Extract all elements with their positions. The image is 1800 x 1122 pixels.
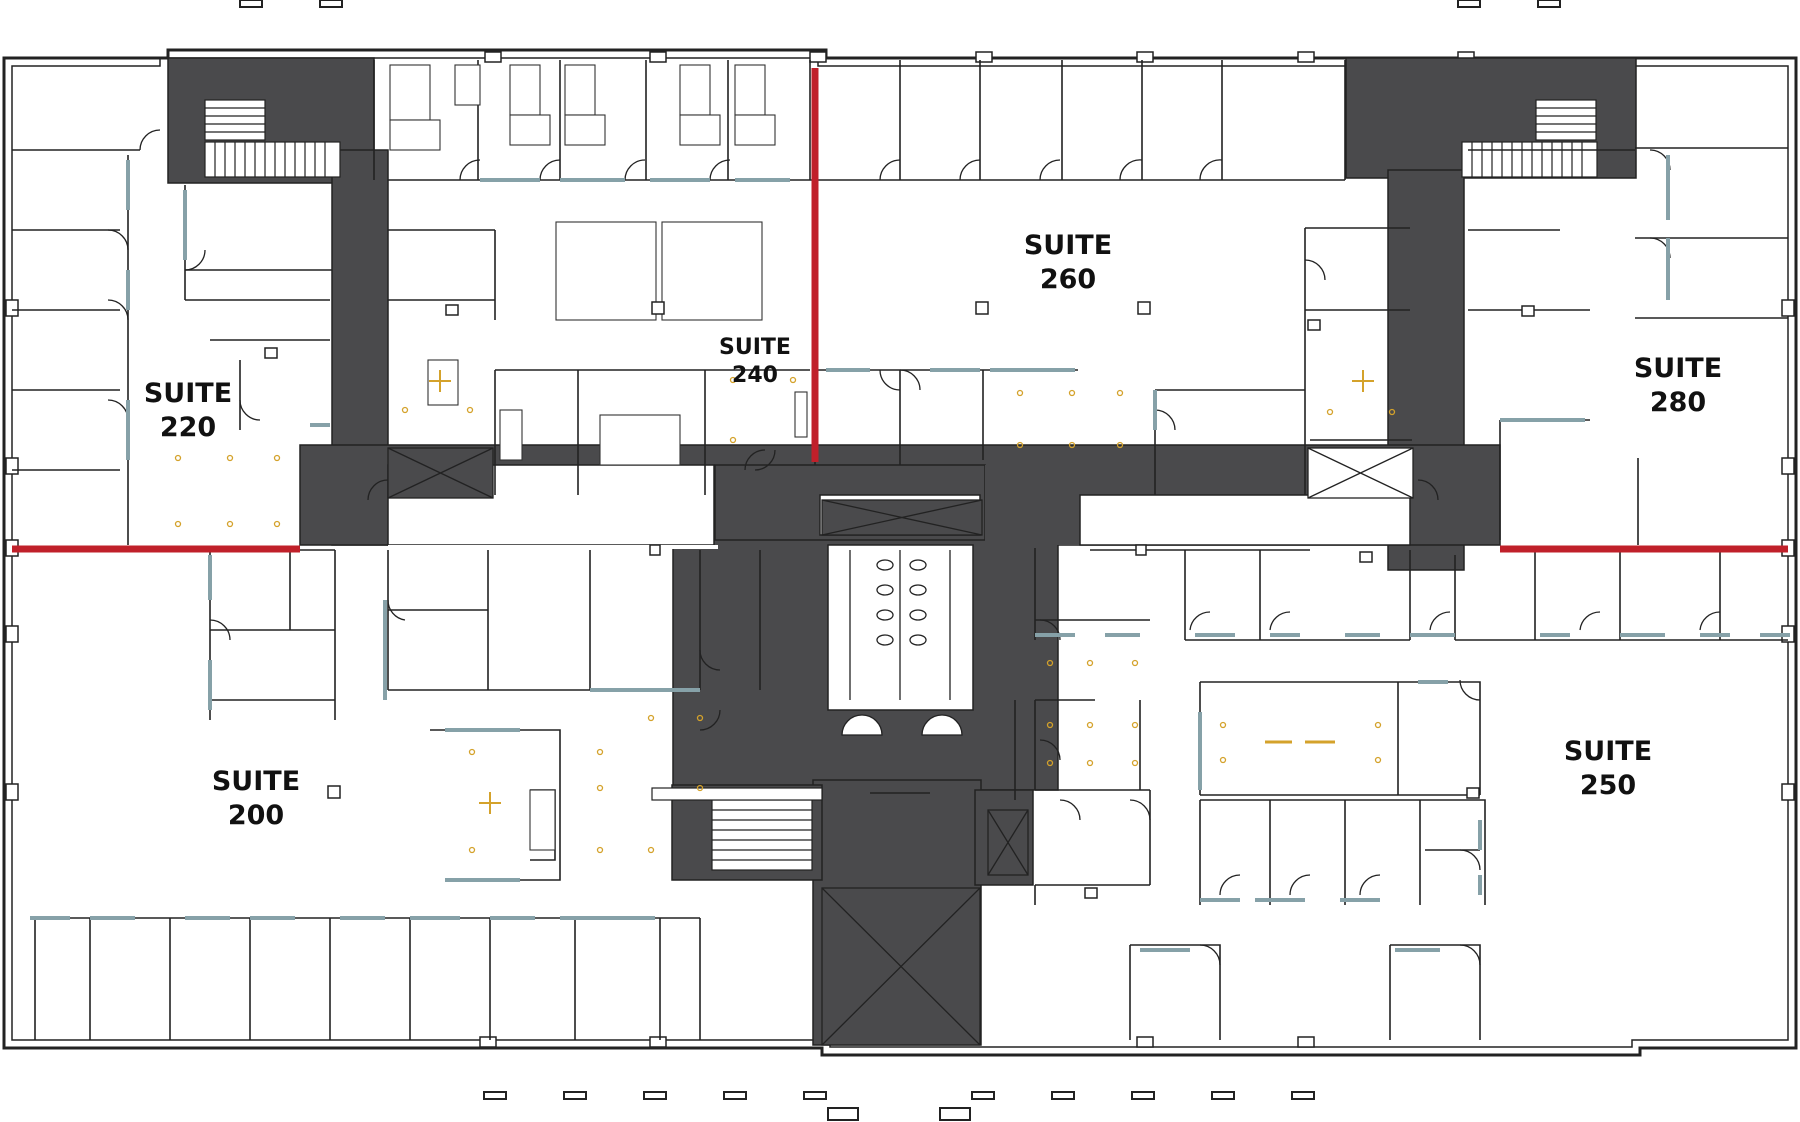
suite-240-label: SUITE 240 bbox=[700, 334, 810, 389]
suite-200-word: SUITE bbox=[211, 766, 301, 797]
suite-260-number: 260 bbox=[1039, 263, 1097, 295]
demising-lines bbox=[12, 68, 1788, 553]
suite-240-number: 240 bbox=[732, 362, 778, 388]
suite-260-label: SUITE 260 bbox=[1008, 229, 1128, 297]
column-markers bbox=[264, 301, 1535, 899]
suite-220-label: SUITE 220 bbox=[128, 377, 248, 445]
exterior-column-marks bbox=[239, 0, 1561, 1121]
suite-280-word: SUITE bbox=[1633, 353, 1723, 384]
suite-250-label: SUITE 250 bbox=[1548, 735, 1668, 803]
suite-220-number: 220 bbox=[159, 411, 217, 443]
suite-220-word: SUITE bbox=[143, 378, 233, 409]
furniture bbox=[389, 64, 808, 851]
suite-200-label: SUITE 200 bbox=[196, 765, 316, 833]
wall-column-pips bbox=[5, 51, 1795, 1048]
suite-280-label: SUITE 280 bbox=[1618, 352, 1738, 420]
light-fixtures bbox=[174, 370, 1396, 854]
suite-260-word: SUITE bbox=[1023, 230, 1113, 261]
glass-partitions bbox=[30, 155, 1790, 952]
elevator-shafts bbox=[387, 447, 1414, 1046]
suite-280-number: 280 bbox=[1649, 386, 1707, 418]
restrooms bbox=[841, 550, 963, 736]
suite-200-number: 200 bbox=[227, 799, 285, 831]
suite-250-number: 250 bbox=[1579, 769, 1637, 801]
suite-240-word: SUITE bbox=[719, 335, 791, 360]
stairs bbox=[204, 99, 1598, 871]
suite-250-word: SUITE bbox=[1563, 736, 1653, 767]
